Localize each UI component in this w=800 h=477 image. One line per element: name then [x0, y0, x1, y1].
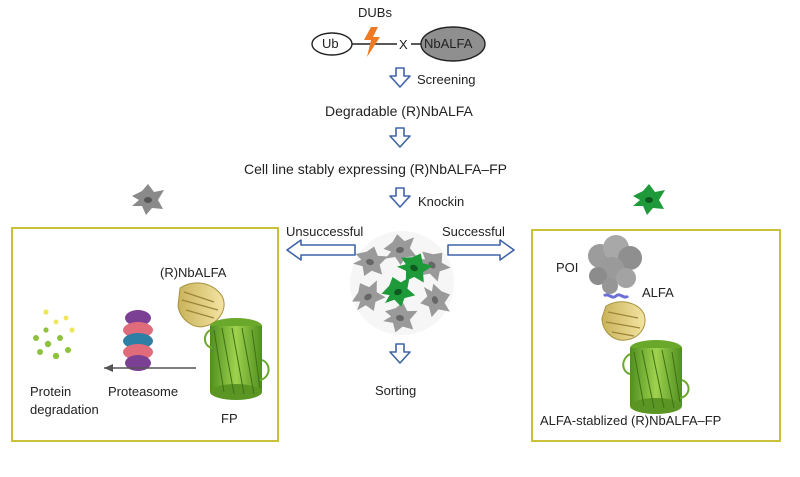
- cell-line-label: Cell line stably expressing (R)NbALFA–FP: [244, 161, 507, 177]
- nanobody-structure-right: [601, 301, 646, 341]
- nbalfa-label: NbALFA: [424, 36, 473, 51]
- fp-label: FP: [221, 411, 238, 426]
- arrow-unsuccessful: [286, 239, 356, 261]
- arrow-cell-line: [389, 127, 411, 148]
- gfp-barrel-left: [204, 318, 270, 400]
- alfa-helix: [602, 293, 630, 299]
- protein-degradation-label-1: Protein: [30, 384, 72, 399]
- arrow-knockin: [389, 187, 411, 208]
- arrow-screening: [389, 67, 411, 88]
- green-cell-icon: [633, 184, 665, 215]
- poi-structure: [588, 235, 642, 294]
- arrow-successful: [447, 239, 515, 261]
- gfp-barrel-right: [622, 340, 690, 414]
- protein-degradation-label-2: degradation: [30, 402, 99, 417]
- degradable-label: Degradable (R)NbALFA: [325, 103, 473, 119]
- alfa-label: ALFA: [642, 285, 674, 300]
- stabilized-label: ALFA-stablized (R)NbALFA–FP: [540, 413, 722, 428]
- nbalfa-oval: [420, 26, 486, 62]
- degradation-dots: [33, 309, 75, 360]
- unsuccessful-label: Unsuccessful: [286, 224, 364, 239]
- dubs-label: DUBs: [358, 5, 392, 20]
- proteasome-icon: [123, 310, 153, 371]
- lightning-icon: [364, 27, 380, 57]
- screening-label: Screening: [417, 72, 476, 87]
- nanobody-structure-left: [177, 282, 225, 328]
- poi-label: POI: [556, 260, 579, 275]
- gray-cell-icon: [132, 184, 164, 215]
- proteasome-label: Proteasome: [108, 384, 179, 399]
- sorting-label: Sorting: [375, 383, 417, 398]
- knockin-label: Knockin: [418, 194, 465, 209]
- arrow-sorting: [389, 343, 411, 364]
- x-label: X: [399, 37, 408, 52]
- successful-label: Successful: [442, 224, 505, 239]
- left-nbalfa-label: (R)NbALFA: [160, 265, 227, 280]
- ub-label: Ub: [322, 36, 339, 51]
- cell-cluster: [350, 231, 454, 335]
